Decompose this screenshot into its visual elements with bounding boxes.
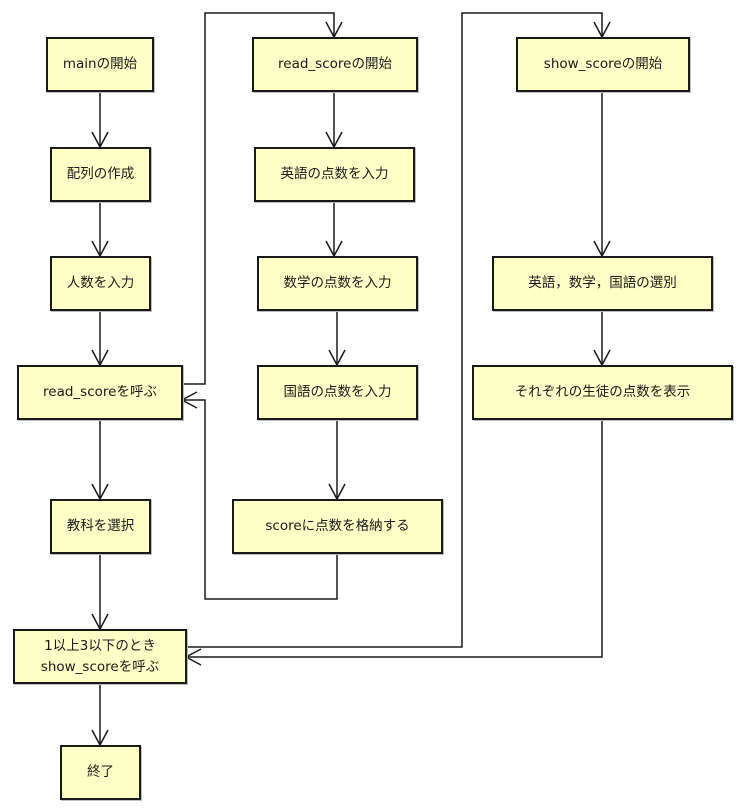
edge-call-show-score-to-show-score-start [186, 12, 603, 648]
node-make-array[interactable]: 配列の作成 [50, 147, 151, 202]
node-main-start[interactable]: mainの開始 [46, 37, 154, 92]
node-select-english-math-japanese[interactable]: 英語，数学，国語の選別 [492, 256, 713, 311]
node-input-count[interactable]: 人数を入力 [50, 256, 151, 311]
edge-call-read-score-to-read-score-start [182, 12, 335, 385]
node-store-score[interactable]: scoreに点数を格納する [232, 499, 443, 554]
edge-store-score-to-call-read-score [182, 399, 338, 600]
node-show-score-start[interactable]: show_scoreの開始 [516, 37, 690, 92]
node-call-read-score[interactable]: read_scoreを呼ぶ [17, 365, 183, 420]
node-call-show-score[interactable]: 1以上3以下のとき show_scoreを呼ぶ [13, 629, 187, 684]
node-end[interactable]: 終了 [60, 745, 141, 800]
node-input-english[interactable]: 英語の点数を入力 [254, 147, 415, 202]
node-input-math[interactable]: 数学の点数を入力 [257, 256, 418, 311]
node-input-japanese[interactable]: 国語の点数を入力 [257, 365, 418, 420]
edge-display-scores-to-call-show-score [186, 419, 603, 658]
node-select-subject[interactable]: 教科を選択 [50, 499, 151, 554]
node-read-score-start[interactable]: read_scoreの開始 [252, 37, 418, 92]
node-display-scores[interactable]: それぞれの生徒の点数を表示 [472, 365, 733, 420]
